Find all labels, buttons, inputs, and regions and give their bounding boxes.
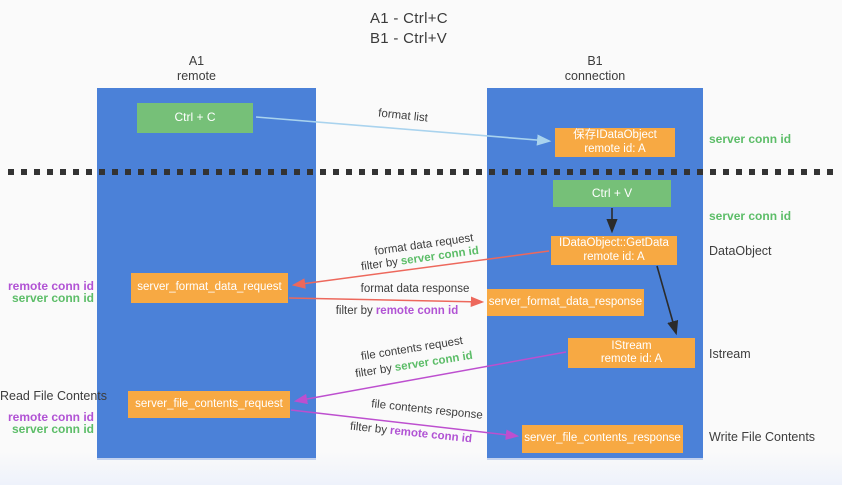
arrow-format-data-response bbox=[288, 296, 485, 308]
column-header-b1: B1 connection bbox=[487, 54, 703, 84]
node-getdata: IDataObject::GetData remote id: A bbox=[551, 236, 677, 265]
annotation-remote-conn-id-left-2: remote conn id bbox=[7, 410, 94, 424]
annotation-write-file-contents: Write File Contents bbox=[709, 430, 816, 444]
annotation-server-conn-id-left-2: server conn id bbox=[11, 422, 94, 436]
node-istream: IStream remote id: A bbox=[568, 338, 695, 368]
column-b1-id: B1 bbox=[587, 54, 603, 68]
column-header-a1: A1 remote bbox=[87, 54, 306, 84]
arrow-file-contents-request bbox=[293, 351, 567, 405]
arrow-file-contents-response bbox=[290, 409, 520, 440]
node-file-response-label: server_file_contents_response bbox=[524, 432, 681, 445]
annotation-server-conn-id-left-1: server conn id bbox=[11, 291, 94, 305]
node-ctrl-v-label: Ctrl + V bbox=[591, 185, 633, 200]
filter-by-text: filter by bbox=[335, 305, 373, 317]
label-format-data-response: format data response bbox=[360, 283, 470, 295]
annotation-read-file-contents: Read File Contents bbox=[0, 389, 108, 403]
title-line-1: A1 - Ctrl+C bbox=[370, 10, 448, 27]
node-save-dataobject: 保存IDataObject remote id: A bbox=[555, 128, 675, 157]
node-save-dataobject-line1: 保存IDataObject bbox=[573, 129, 657, 141]
diagram-title: A1 - Ctrl+C B1 - Ctrl+V bbox=[370, 9, 448, 49]
annotation-dataobject: DataObject bbox=[709, 244, 772, 258]
node-ctrl-c-label: Ctrl + C bbox=[174, 110, 216, 125]
arrow-format-data-request bbox=[291, 250, 550, 289]
node-save-dataobject-line2: remote id: A bbox=[584, 142, 646, 155]
annotation-server-conn-id-right-1: server conn id bbox=[709, 132, 792, 146]
node-ctrl-c: Ctrl + C bbox=[137, 103, 253, 133]
node-file-request-label: server_file_contents_request bbox=[135, 397, 283, 410]
column-a1-id: A1 bbox=[188, 54, 205, 68]
node-ctrl-v: Ctrl + V bbox=[553, 180, 671, 207]
node-format-response: server_format_data_response bbox=[487, 289, 644, 316]
remote-conn-id-text: remote conn id bbox=[375, 305, 459, 317]
arrow-getdata-to-istream bbox=[656, 265, 679, 336]
column-b1-role: connection bbox=[564, 69, 626, 83]
node-file-request: server_file_contents_request bbox=[128, 391, 290, 418]
node-file-response: server_file_contents_response bbox=[522, 425, 683, 453]
node-getdata-line1: IDataObject::GetData bbox=[559, 237, 669, 249]
node-istream-line1: IStream bbox=[611, 339, 652, 352]
node-istream-line2: remote id: A bbox=[600, 353, 663, 365]
title-line-2: B1 - Ctrl+V bbox=[370, 30, 448, 47]
annotation-remote-conn-id-left-1: remote conn id bbox=[7, 279, 94, 293]
arrow-format-list bbox=[255, 116, 552, 146]
node-format-response-label: server_format_data_response bbox=[488, 295, 643, 308]
node-getdata-line2: remote id: A bbox=[583, 250, 645, 263]
node-format-request-label: server_format_data_request bbox=[137, 281, 282, 294]
annotation-istream: Istream bbox=[709, 347, 751, 361]
node-format-request: server_format_data_request bbox=[131, 273, 288, 303]
annotation-server-conn-id-right-2: server conn id bbox=[709, 209, 792, 223]
column-a1-role: remote bbox=[177, 69, 216, 83]
